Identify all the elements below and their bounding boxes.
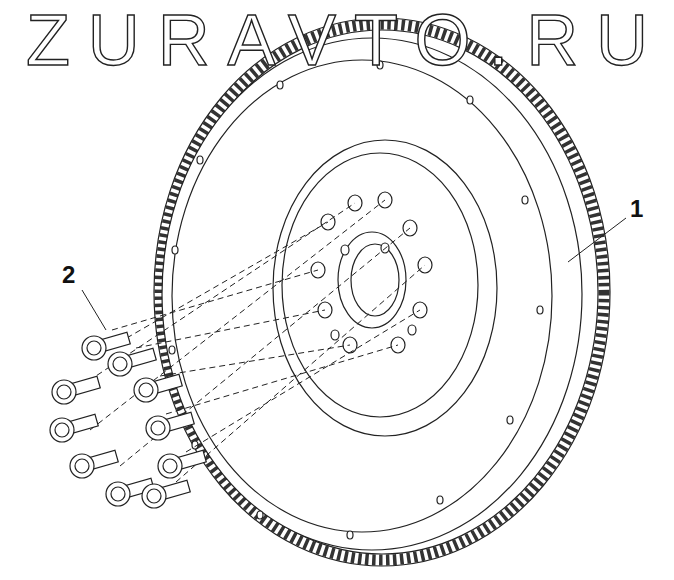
center-bore-inner [351,244,399,316]
watermark: ZURAVTO.RU [26,4,666,76]
hub-outer [273,140,497,436]
rim-holes [169,61,543,539]
assembly-guide-lines [72,200,425,482]
flywheel-bolts [50,332,206,508]
ring-gear-teeth [160,24,604,560]
leader-line [82,290,106,330]
hub-step [282,153,478,417]
leader-line [568,218,626,262]
bolt-holes [311,192,432,353]
center-bore [338,232,406,328]
callout-number: 2 [60,262,77,288]
callout-number: 1 [628,196,645,222]
flywheel-face [162,38,582,550]
